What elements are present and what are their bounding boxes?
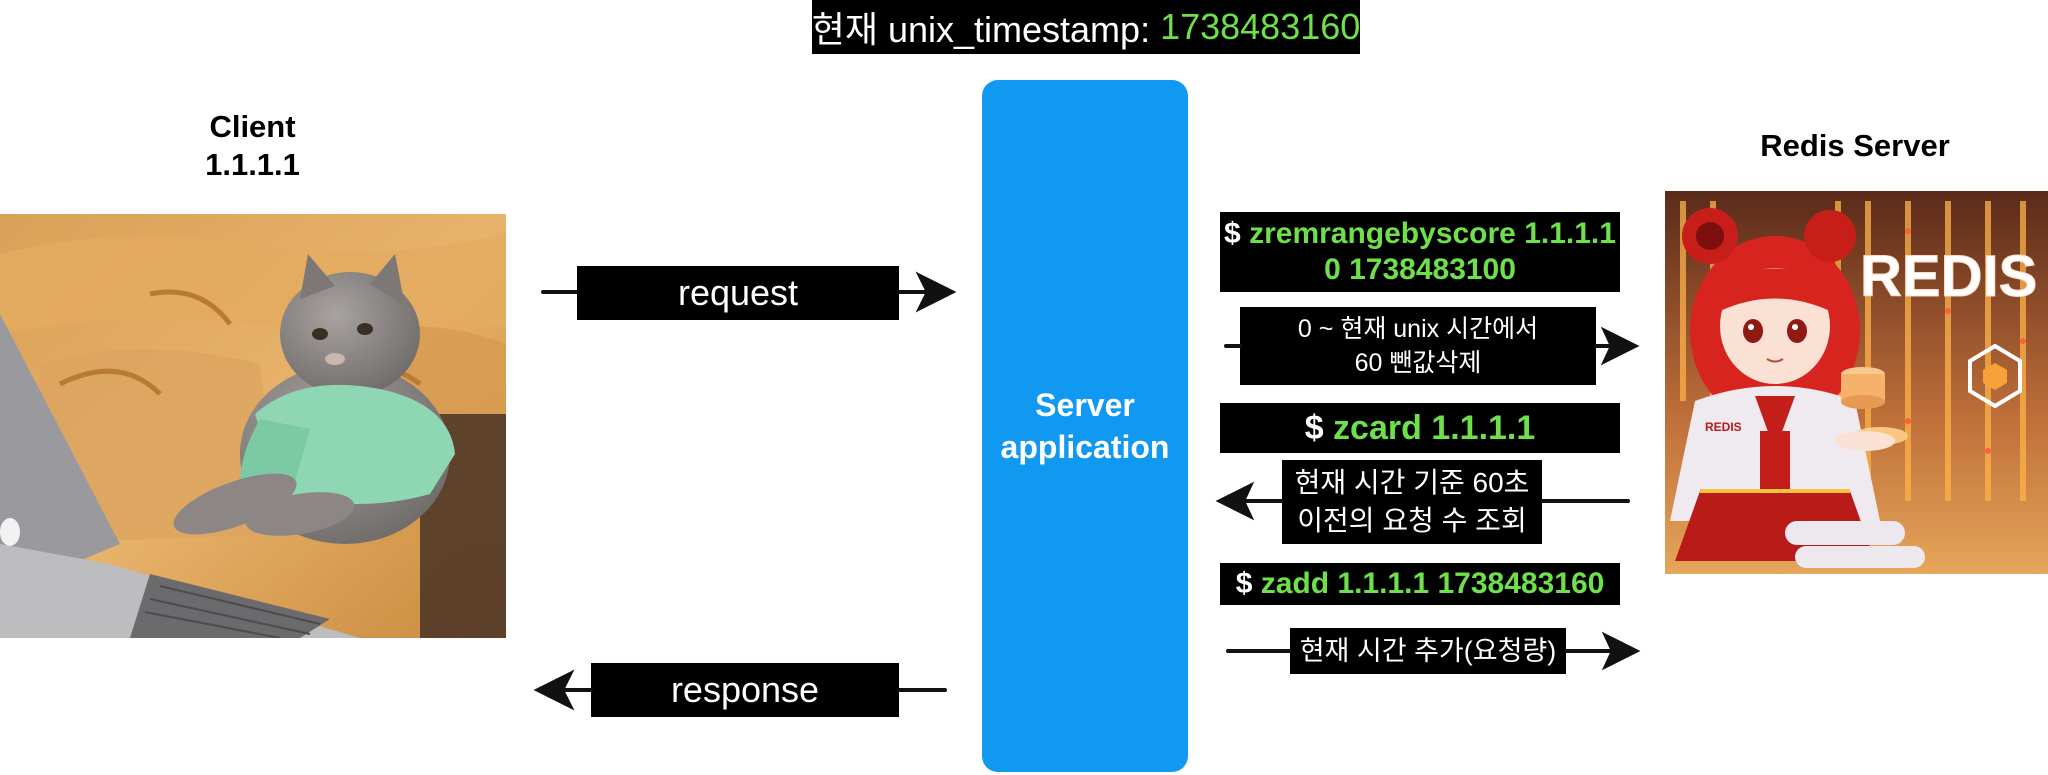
redis-server-label: Redis Server <box>1760 128 1950 163</box>
description-line1: 현재 시간 추가(요청량) <box>1299 636 1557 666</box>
client-title: Client <box>209 109 296 144</box>
server-application-box: Server application <box>982 80 1188 772</box>
command-text: zcard 1.1.1.1 <box>1333 409 1536 447</box>
command-text: zadd 1.1.1.1 1738483160 <box>1260 567 1605 600</box>
request-label: request <box>577 266 899 320</box>
timestamp-value: 1738483160 <box>1160 6 1361 47</box>
description-line1: 현재 시간 기준 60초 <box>1294 467 1530 498</box>
command-prompt: $ <box>1304 409 1334 447</box>
response-arrow <box>533 669 947 711</box>
command-prompt: $ <box>1224 217 1250 250</box>
command-prompt: $ <box>1235 567 1261 600</box>
remove-old-entries-description: 0 ~ 현재 unix 시간에서 60 뺀값삭제 <box>1240 307 1596 385</box>
redis-mascot-image: REDIS REDIS <box>1665 191 2048 574</box>
count-requests-description: 현재 시간 기준 60초 이전의 요청 수 조회 <box>1282 460 1542 544</box>
command-args: 0 1738483100 <box>1324 253 1516 286</box>
server-label-line2: application <box>1000 429 1170 465</box>
zadd-command: $ zadd 1.1.1.1 1738483160 <box>1220 563 1620 605</box>
response-label: response <box>591 663 899 717</box>
server-label-line1: Server <box>1035 387 1135 423</box>
cat-typing-on-laptop-image <box>0 214 506 638</box>
redis-logo-text: REDIS <box>1860 244 2037 309</box>
svg-text:REDIS: REDIS <box>1705 420 1742 434</box>
description-line1: 0 ~ 현재 unix 시간에서 <box>1297 315 1539 343</box>
command-text: zremrangebyscore 1.1.1.1 <box>1249 217 1616 250</box>
add-current-time-description: 현재 시간 추가(요청량) <box>1290 628 1566 674</box>
to-redis-arrow-add <box>1226 631 1641 671</box>
current-timestamp-banner: 현재 unix_timestamp: 1738483160 <box>812 0 1360 54</box>
description-line2: 이전의 요청 수 조회 <box>1297 505 1527 536</box>
zremrangebyscore-command: $ zremrangebyscore 1.1.1.1 0 1738483100 <box>1220 212 1620 292</box>
client-label: Client 1.1.1.1 <box>150 108 355 184</box>
request-arrow <box>541 271 957 313</box>
timestamp-prefix: 현재 unix_timestamp: <box>811 9 1161 50</box>
zcard-command: $ zcard 1.1.1.1 <box>1220 403 1620 453</box>
client-ip: 1.1.1.1 <box>205 147 300 182</box>
description-line2: 60 뺀값삭제 <box>1354 349 1482 377</box>
to-redis-arrow-remove <box>1224 326 1640 366</box>
from-redis-arrow-count <box>1215 481 1630 521</box>
